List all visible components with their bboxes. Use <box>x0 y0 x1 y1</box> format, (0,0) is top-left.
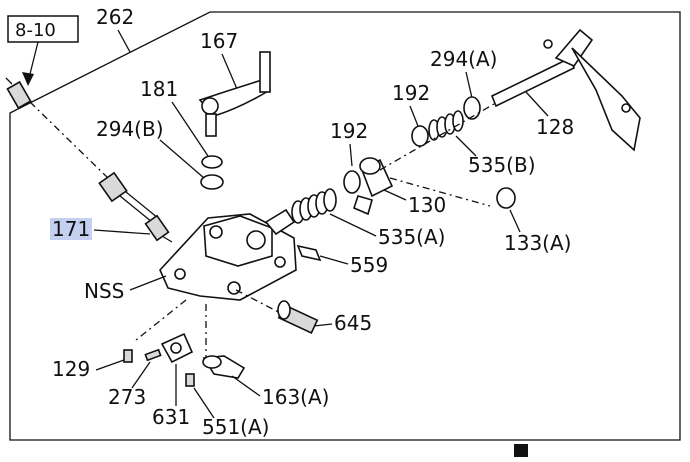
assembly-dash-b <box>389 177 491 207</box>
lever-163a <box>202 355 246 379</box>
label-171[interactable]: 171 <box>52 217 90 241</box>
leader-535a <box>329 213 377 237</box>
cam-631 <box>160 332 194 364</box>
shaft-128 <box>490 28 641 152</box>
oring-294a <box>463 96 481 120</box>
washer-192a <box>411 125 429 147</box>
leader-192a <box>409 105 419 127</box>
leader-262 <box>117 29 131 53</box>
reference-arrow-head <box>22 72 34 86</box>
label-535b: 535(B) <box>468 153 536 177</box>
frame-outline <box>9 11 681 441</box>
sleeve-130 <box>353 157 394 216</box>
label-294a: 294(A) <box>430 47 497 71</box>
leader-130 <box>383 189 407 201</box>
reference-box[interactable] <box>7 15 79 43</box>
pin-273 <box>144 348 162 362</box>
label-192a: 192 <box>392 81 430 105</box>
washer-133a <box>496 187 516 209</box>
leader-273 <box>131 361 151 389</box>
label-129: 129 <box>52 357 90 381</box>
cable-connector <box>5 77 32 110</box>
highlight-171 <box>50 218 92 240</box>
leader-133a <box>509 209 521 233</box>
bolt-645 <box>235 289 319 335</box>
clip-559 <box>296 244 322 262</box>
spring-535a <box>291 188 337 224</box>
leader-129 <box>95 359 125 371</box>
label-551a: 551(A) <box>202 415 269 439</box>
label-535a: 535(A) <box>378 225 445 249</box>
label-645: 645 <box>334 311 372 335</box>
leader-192b <box>349 143 353 167</box>
leader-551a <box>193 387 215 419</box>
leader-128 <box>525 91 549 117</box>
washer-192b <box>343 170 361 194</box>
label-130: 130 <box>408 193 446 217</box>
housing-nss <box>159 208 297 301</box>
pin-129 <box>123 349 133 363</box>
label-163a: 163(A) <box>262 385 329 409</box>
washer-181 <box>201 155 223 169</box>
label-181: 181 <box>140 77 178 101</box>
reference-box-label: 8-10 <box>15 20 56 41</box>
label-631: 631 <box>152 405 190 429</box>
leader-535b <box>455 135 477 157</box>
label-nss: NSS <box>84 279 124 303</box>
oring-294b <box>200 174 224 190</box>
label-192b: 192 <box>330 119 368 143</box>
leader-171 <box>93 229 151 235</box>
leader-nss <box>129 275 167 291</box>
assembly-dash-a <box>379 103 495 171</box>
guide-dash-2 <box>135 299 187 341</box>
label-133a: 133(A) <box>504 231 571 255</box>
lever-167 <box>198 51 272 137</box>
label-167: 167 <box>200 29 238 53</box>
leader-163a <box>231 375 261 397</box>
label-128: 128 <box>536 115 574 139</box>
leader-645 <box>313 323 333 327</box>
corner-mark <box>514 444 528 457</box>
label-262: 262 <box>96 5 134 29</box>
sensor-171 <box>98 171 173 243</box>
label-559: 559 <box>350 253 388 277</box>
label-294b: 294(B) <box>96 117 164 141</box>
leader-294a <box>465 71 473 99</box>
leader-559 <box>319 255 349 265</box>
leader-181 <box>171 101 209 157</box>
label-273: 273 <box>108 385 146 409</box>
leader-294b <box>159 139 205 179</box>
cable-dash <box>29 101 111 181</box>
pin-551a <box>185 373 195 387</box>
